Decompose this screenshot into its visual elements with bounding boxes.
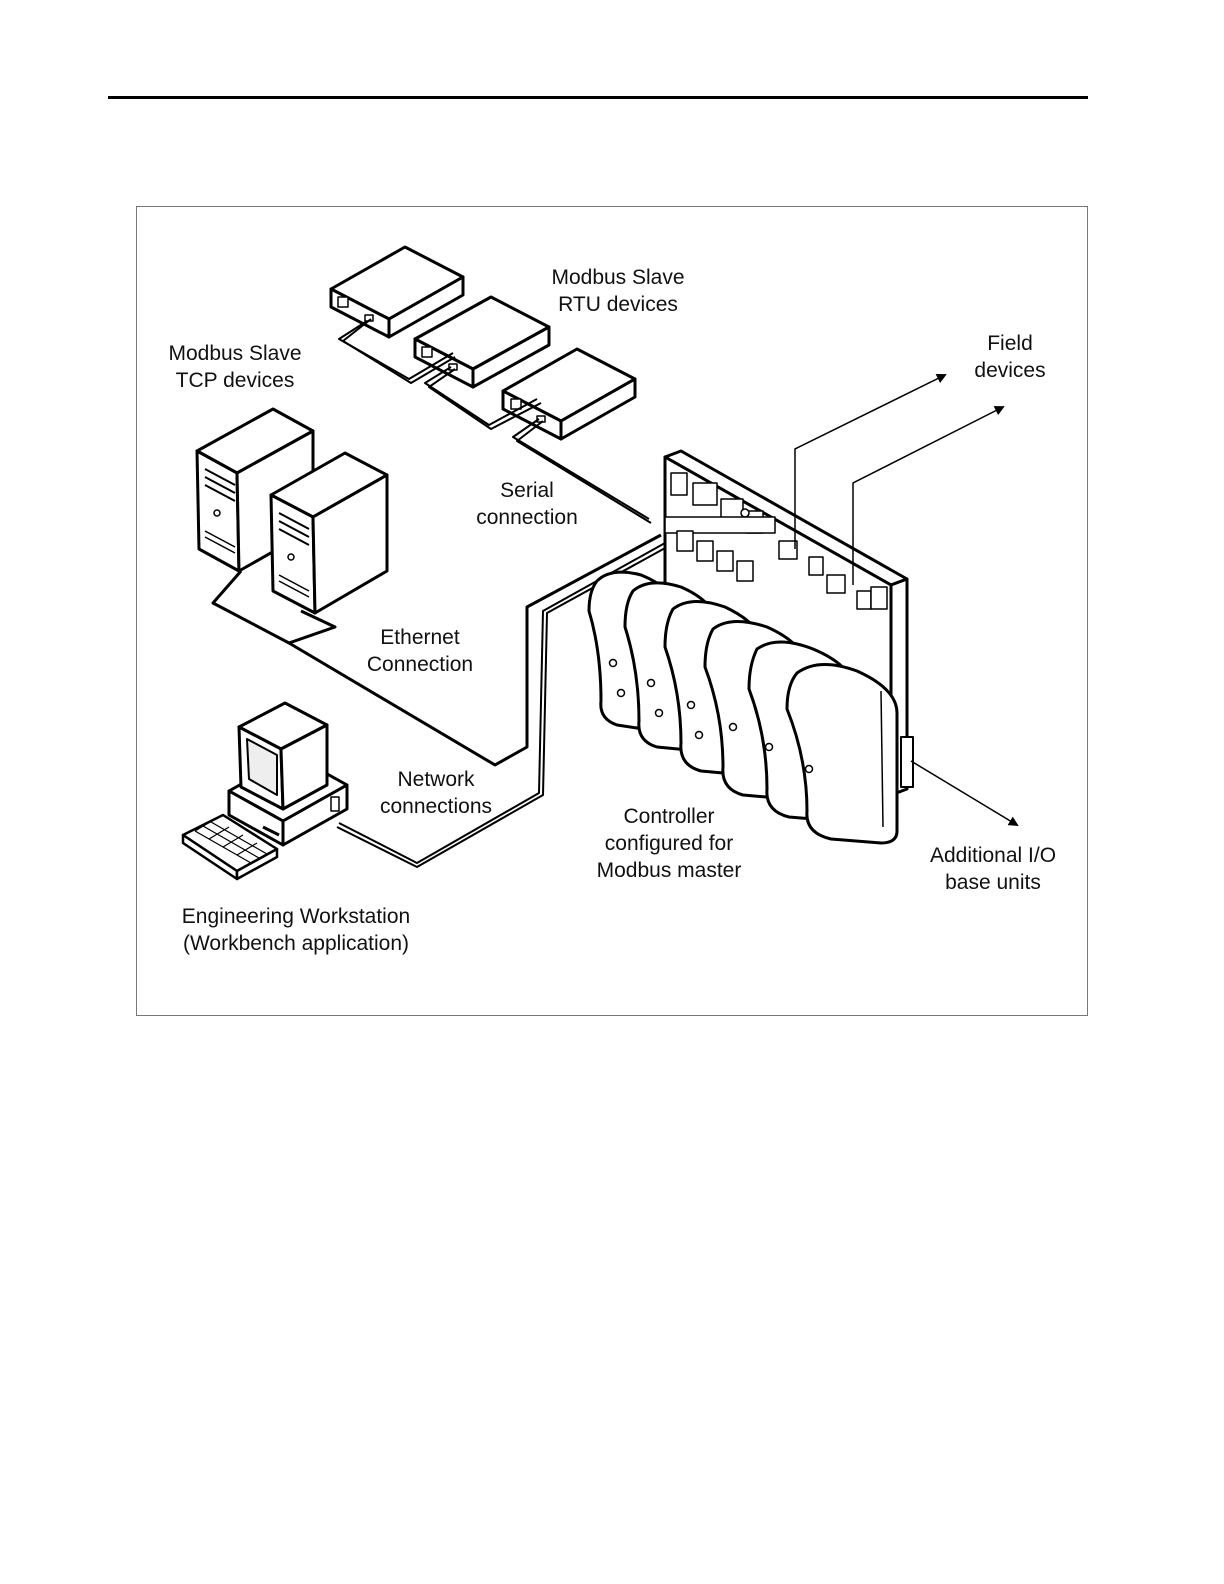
label-network-line2: connections: [380, 793, 492, 820]
rtu-device-3: [503, 349, 635, 439]
label-workstation-line2: (Workbench application): [182, 930, 410, 957]
additional-io-arrow: [911, 761, 1017, 825]
label-network-connections: Network connections: [380, 766, 492, 820]
label-tcp-devices: Modbus Slave TCP devices: [168, 340, 301, 394]
label-serial-line2: connection: [476, 504, 578, 531]
label-rtu-devices: Modbus Slave RTU devices: [551, 264, 684, 318]
label-workstation-line1: Engineering Workstation: [182, 903, 410, 930]
label-controller-line3: Modbus master: [597, 857, 742, 884]
label-ethernet-line1: Ethernet: [367, 624, 473, 651]
label-rtu-line1: Modbus Slave: [551, 264, 684, 291]
label-field-devices: Field devices: [974, 330, 1045, 384]
label-additional-io-line1: Additional I/O: [930, 842, 1056, 869]
label-controller: Controller configured for Modbus master: [597, 803, 742, 884]
header-rule: [108, 96, 1088, 99]
label-controller-line2: configured for: [597, 830, 742, 857]
label-ethernet-connection: Ethernet Connection: [367, 624, 473, 678]
label-tcp-line1: Modbus Slave: [168, 340, 301, 367]
label-rtu-line2: RTU devices: [551, 291, 684, 318]
label-field-line1: Field: [974, 330, 1045, 357]
label-controller-line1: Controller: [597, 803, 742, 830]
label-serial-connection: Serial connection: [476, 477, 578, 531]
label-tcp-line2: TCP devices: [168, 367, 301, 394]
label-ethernet-line2: Connection: [367, 651, 473, 678]
label-additional-io: Additional I/O base units: [930, 842, 1056, 896]
label-network-line1: Network: [380, 766, 492, 793]
label-additional-io-line2: base units: [930, 869, 1056, 896]
workstation-computer: [229, 703, 347, 845]
label-engineering-workstation: Engineering Workstation (Workbench appli…: [182, 903, 410, 957]
label-serial-line1: Serial: [476, 477, 578, 504]
label-field-line2: devices: [974, 357, 1045, 384]
